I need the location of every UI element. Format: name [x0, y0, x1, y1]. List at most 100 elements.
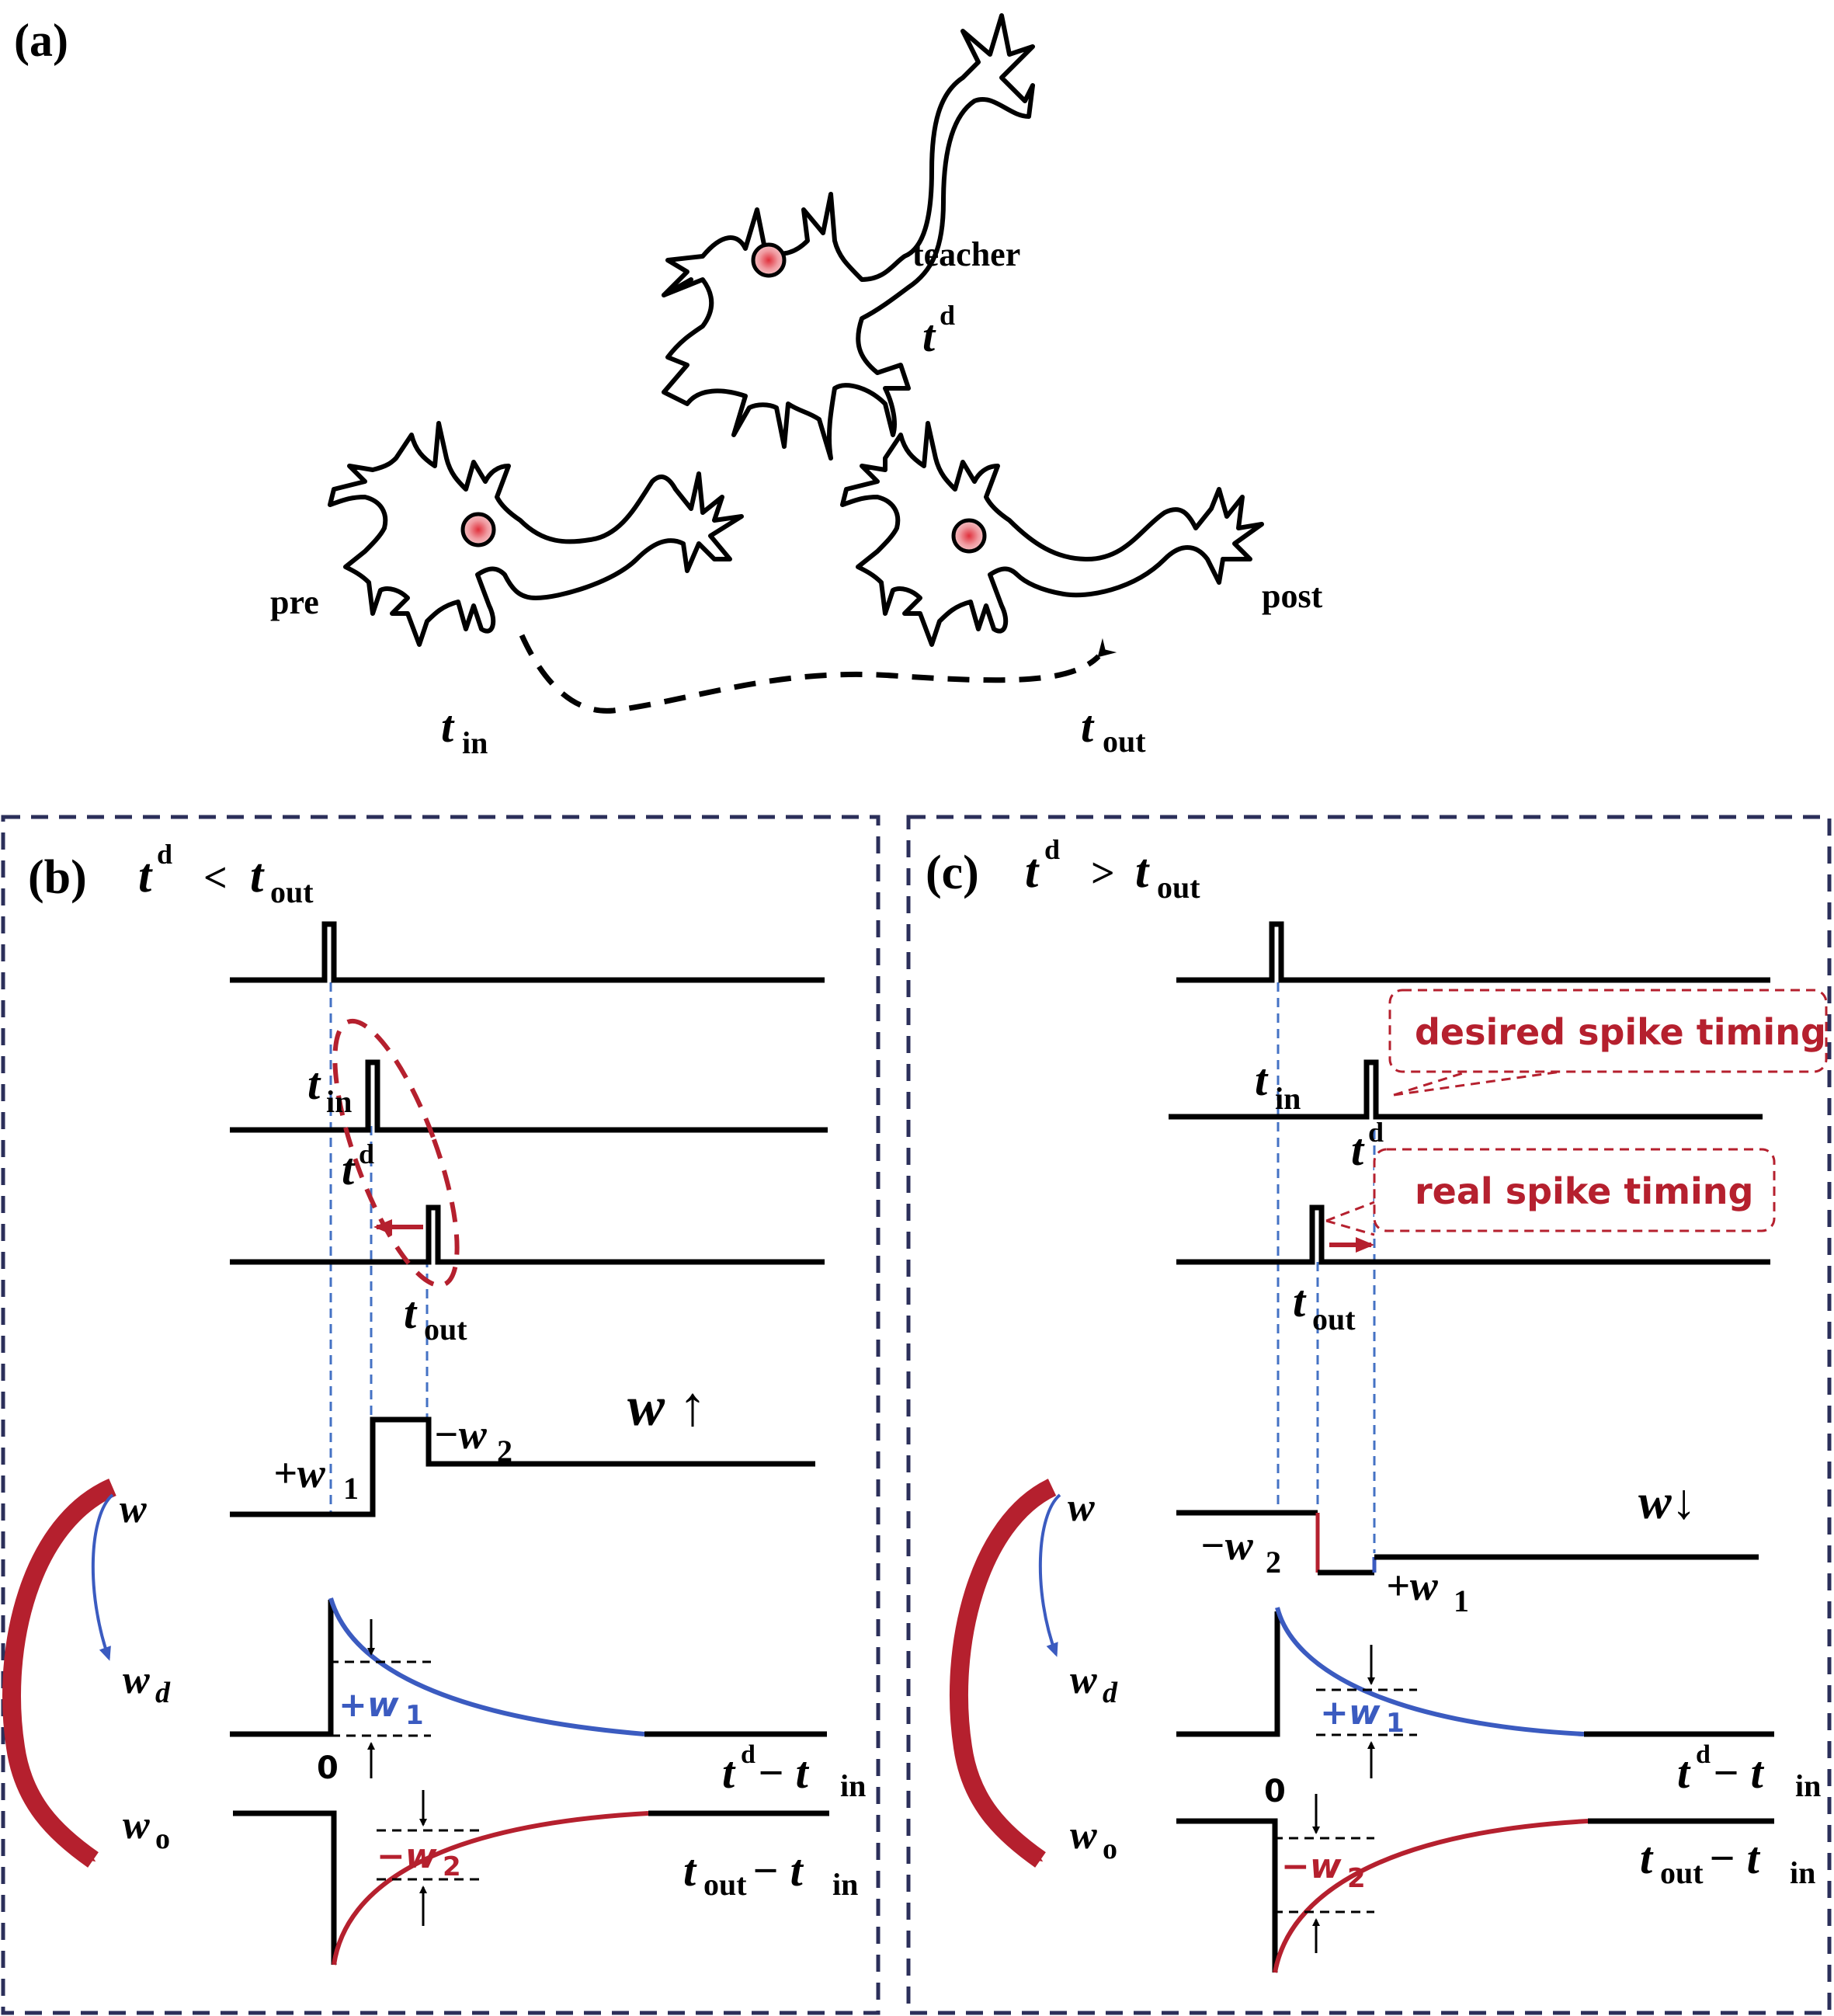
svg-text:d: d [1368, 1117, 1384, 1148]
svg-text:+w: +w [339, 1685, 399, 1725]
svg-text:d: d [1103, 1677, 1118, 1709]
teacher-time-label: t d [922, 300, 955, 361]
panel-c-w-label: w [1068, 1486, 1095, 1530]
svg-text:t: t [307, 1058, 321, 1109]
panel-c-curve-w2-label: −w 2 [1281, 1847, 1366, 1894]
panel-b-highlight-ellipse [332, 1018, 460, 1288]
panel-c-wd-label: w d [1070, 1658, 1118, 1709]
svg-text:t: t [1351, 1124, 1365, 1175]
panel-c-frame [906, 815, 1832, 2015]
svg-text:out: out [1157, 870, 1200, 905]
svg-text:in: in [326, 1084, 352, 1119]
post-neuron [840, 421, 1264, 647]
svg-text:+w: +w [273, 1450, 326, 1496]
svg-text:t: t [1640, 1833, 1654, 1883]
panel-c-tout-label: t out [1293, 1276, 1356, 1336]
svg-text:−w: −w [1281, 1847, 1342, 1886]
post-nucleus [951, 518, 987, 554]
pre-label: pre [270, 583, 319, 621]
svg-text:out: out [270, 874, 314, 909]
svg-text:t: t [404, 1288, 418, 1338]
panel-b-title: (b) t d < t out [28, 839, 314, 909]
svg-text:d: d [741, 1740, 755, 1769]
svg-text:in: in [1795, 1768, 1821, 1803]
callout-real-text: real spike timing [1415, 1170, 1753, 1212]
real-spike-callout: real spike timing [1325, 1148, 1776, 1236]
svg-text:t: t [722, 1747, 736, 1798]
svg-text:1: 1 [1454, 1583, 1469, 1618]
svg-text:d: d [940, 300, 955, 331]
svg-text:+w: +w [1386, 1562, 1439, 1609]
panel-b-w2-bracket [377, 1790, 481, 1926]
svg-text:t: t [1255, 1055, 1269, 1105]
svg-text:1: 1 [405, 1700, 424, 1731]
panel-b-weight-trace [230, 1416, 815, 1517]
svg-text:in: in [1790, 1855, 1815, 1890]
panel-c-axis2-label: t out − t in [1640, 1833, 1815, 1890]
panel-b-w-increase: w ↑ [627, 1375, 707, 1437]
svg-text:d: d [1696, 1740, 1711, 1769]
svg-text:out: out [1660, 1855, 1704, 1890]
panel-b-minus-w2-label: −w 2 [433, 1411, 512, 1469]
callout-desired-text: desired spike timing [1415, 1011, 1826, 1053]
panel-b-red-curved-arrow [2, 1478, 117, 1868]
svg-text:out: out [1312, 1302, 1356, 1336]
svg-text:2: 2 [1266, 1545, 1281, 1580]
pre-spike-train [1176, 921, 1770, 983]
svg-text:out: out [424, 1312, 467, 1347]
panel-c-wo-recovery-curve [1273, 1819, 1589, 1973]
panel-b-blue-curved-arrow [91, 1493, 114, 1661]
svg-text:−w: −w [1200, 1522, 1254, 1569]
panel-c-w-decrease: w↓ [1638, 1474, 1697, 1529]
panel-b-wo-label: w o [123, 1803, 170, 1855]
panel-c-axis1-label: t d − t in [1677, 1740, 1821, 1803]
panel-b-wd-decay-curve [328, 1597, 645, 1736]
panel-c-w1-bracket [1316, 1645, 1417, 1778]
panel-b-tin-label: t in [307, 1058, 352, 1119]
svg-text:o: o [1103, 1833, 1117, 1865]
svg-text:d: d [1044, 834, 1060, 865]
svg-text:− t: − t [757, 1747, 810, 1798]
post-spike-train [1176, 1204, 1770, 1265]
teacher-nucleus [751, 242, 787, 278]
svg-text:out: out [1103, 724, 1146, 759]
svg-text:t: t [1025, 845, 1040, 898]
panel-c-wd-baseline [1176, 1611, 1280, 1737]
svg-text:−w: −w [433, 1411, 488, 1458]
svg-text:2: 2 [497, 1434, 512, 1469]
panel-c-minus-w2-label: −w 2 [1200, 1522, 1281, 1580]
panel-b-td-label: t d [342, 1138, 374, 1194]
panel-b-axis2-label: t out − t in [683, 1845, 858, 1902]
panel-b-wo-baseline [233, 1810, 337, 1965]
svg-text:t: t [1081, 701, 1095, 752]
svg-text:>: > [1091, 850, 1115, 896]
panel-b-wd-label: w d [123, 1658, 171, 1709]
pre-spike-train [230, 921, 825, 983]
svg-text:2: 2 [443, 1851, 461, 1882]
panel-c-curve-w1-label: +w 1 [1320, 1693, 1405, 1739]
svg-text:t: t [441, 701, 455, 752]
svg-text:<: < [203, 854, 228, 901]
svg-text:d: d [359, 1138, 374, 1170]
svg-text:t: t [922, 311, 936, 361]
svg-text:t: t [250, 850, 265, 902]
panel-b-curve-w1-label: +w 1 [339, 1685, 424, 1731]
svg-text:t: t [1677, 1747, 1691, 1798]
teacher-neuron [662, 13, 1035, 461]
svg-text:2: 2 [1347, 1863, 1366, 1894]
svg-text:in: in [1275, 1081, 1301, 1116]
svg-text:in: in [832, 1867, 858, 1902]
svg-text:t: t [1135, 845, 1150, 898]
panel-b-w1-bracket [329, 1619, 431, 1778]
svg-text:(b): (b) [28, 851, 87, 904]
panel-b-zero-label: 0 [317, 1750, 339, 1786]
teacher-spike-train [1169, 1059, 1763, 1120]
panel-c-wo-label: w o [1070, 1813, 1117, 1865]
post-spike-train [230, 1204, 825, 1265]
panel-b-curve-w2-label: −w 2 [377, 1837, 461, 1882]
panel-c-wo-baseline [1176, 1818, 1278, 1973]
panel-b-wd-baseline [230, 1600, 334, 1737]
panel-c-zero-label: 0 [1264, 1774, 1286, 1809]
panel-a-label: (a) [14, 15, 68, 66]
